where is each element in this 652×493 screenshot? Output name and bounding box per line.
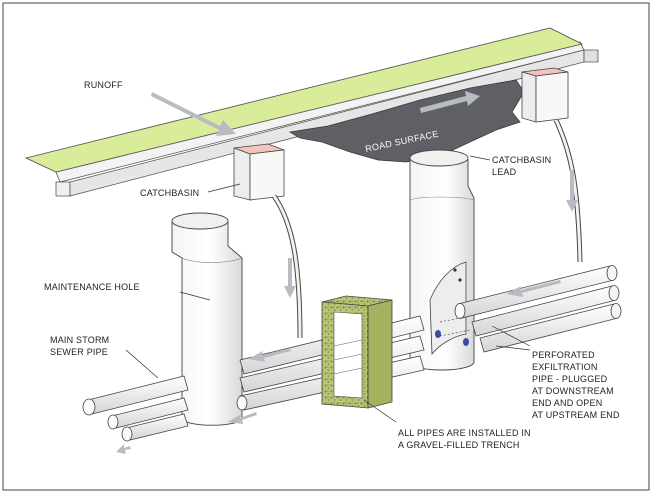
label-catchbasin: CATCHBASIN bbox=[140, 188, 199, 198]
main-storm-sewer-pipes bbox=[82, 375, 189, 442]
label-perforated-3: PIPE - PLUGGED bbox=[532, 374, 608, 384]
label-perforated-2: EXFILTRATION bbox=[532, 362, 598, 372]
label-perforated-1: PERFORATED bbox=[532, 350, 595, 360]
label-gravel-2: A GRAVEL-FILLED TRENCH bbox=[398, 440, 520, 450]
grass-strip bbox=[24, 27, 584, 173]
catchbasin-right bbox=[521, 67, 569, 123]
maintenance-hole-left bbox=[171, 212, 243, 426]
leader-lines bbox=[125, 155, 531, 423]
gravel-trench bbox=[321, 295, 393, 409]
perforated-pipes-right bbox=[439, 265, 622, 353]
label-catchbasin-lead-1: CATCHBASIN bbox=[492, 155, 551, 165]
label-perforated-5: END AND OPEN bbox=[532, 398, 602, 408]
label-gravel-1: ALL PIPES ARE INSTALLED IN bbox=[398, 428, 531, 438]
label-perforated-6: AT UPSTREAM END bbox=[532, 410, 620, 420]
flow-arrows bbox=[116, 91, 578, 454]
label-main-storm-1: MAIN STORM bbox=[50, 335, 109, 345]
label-runoff: RUNOFF bbox=[84, 80, 123, 90]
label-maintenance-hole: MAINTENANCE HOLE bbox=[44, 282, 140, 292]
label-catchbasin-lead-2: LEAD bbox=[492, 167, 517, 177]
label-perforated-4: AT DOWNSTREAM bbox=[532, 386, 614, 396]
label-main-storm-2: SEWER PIPE bbox=[50, 347, 108, 357]
catchbasin-left bbox=[233, 143, 285, 201]
